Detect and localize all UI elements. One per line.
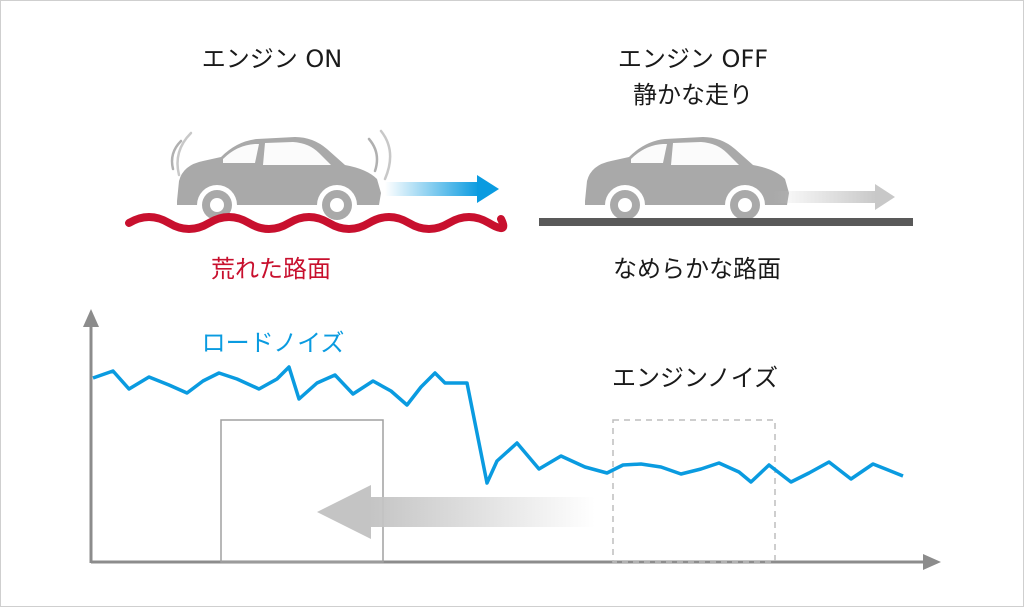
back-arrow-grey-icon	[317, 485, 595, 539]
vibration-icon	[170, 129, 392, 181]
smooth-road	[539, 218, 913, 226]
road-noise-line	[92, 365, 904, 485]
forward-arrow-blue-icon	[385, 175, 499, 203]
engine-noise-box-on	[220, 419, 384, 563]
left-title: エンジン ON	[202, 45, 342, 73]
rough-road	[125, 213, 508, 233]
right-title-line2: 静かな走り	[633, 81, 753, 109]
car-right-icon	[585, 137, 789, 225]
right-title-line1: エンジン OFF	[618, 45, 768, 73]
forward-arrow-grey-icon	[773, 184, 895, 210]
engine-noise-box-off	[612, 419, 776, 563]
x-axis-arrow-icon	[923, 554, 941, 570]
engine-noise-label: エンジンノイズ	[612, 364, 778, 392]
road-noise-label: ロードノイズ	[202, 329, 345, 357]
y-axis-arrow-icon	[83, 309, 99, 327]
rough-road-label: 荒れた路面	[211, 255, 331, 283]
car-left-icon	[177, 137, 381, 225]
smooth-road-label: なめらかな路面	[613, 255, 781, 283]
